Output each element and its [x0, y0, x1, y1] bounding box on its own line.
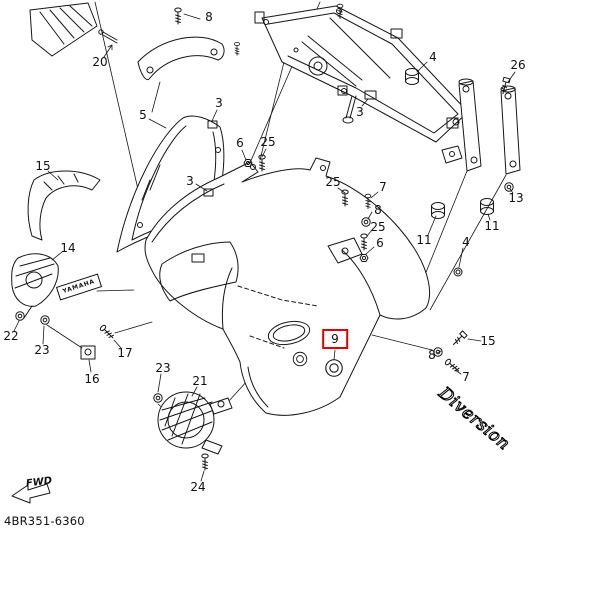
callout-5: 5 — [139, 108, 147, 122]
speaker-grille — [157, 391, 233, 455]
front-cowling — [144, 157, 431, 416]
callout-7: 7 — [379, 180, 387, 194]
callout-9-highlighted: 9 — [322, 329, 348, 349]
diagram-code: 4BR351-6360 — [4, 514, 85, 528]
callout-25: 25 — [260, 135, 276, 149]
callout-24: 24 — [190, 480, 206, 494]
callout-7: 7 — [462, 370, 470, 384]
callout-25: 25 — [370, 220, 386, 234]
cowling-stay-bracket — [137, 36, 225, 80]
bracket-14 — [11, 253, 59, 319]
callout-3: 3 — [186, 174, 194, 188]
callout-4: 4 — [462, 235, 470, 249]
callout-11: 11 — [484, 219, 500, 233]
callout-3: 3 — [215, 96, 223, 110]
callout-15: 15 — [35, 159, 51, 173]
callout-3: 3 — [356, 105, 364, 119]
hardware — [15, 3, 514, 471]
callout-23: 23 — [34, 343, 50, 357]
callout-20: 20 — [92, 55, 108, 69]
callout-11: 11 — [416, 233, 432, 247]
frame-stay-assembly — [254, 5, 469, 164]
callout-25: 25 — [325, 175, 341, 189]
callout-22: 22 — [3, 329, 19, 343]
left-trim-strip — [27, 170, 101, 241]
callout-4: 4 — [429, 50, 437, 64]
callout-23: 23 — [155, 361, 171, 375]
callout-6: 6 — [236, 136, 244, 150]
callout-21: 21 — [192, 374, 208, 388]
top-left-panel — [29, 2, 118, 57]
leader-lines — [13, 13, 516, 482]
callout-8: 8 — [428, 348, 436, 362]
callout-15: 15 — [480, 334, 496, 348]
callout-14: 14 — [60, 241, 76, 255]
callout-17: 17 — [117, 346, 133, 360]
callout-8: 8 — [374, 203, 382, 217]
callout-8: 8 — [205, 10, 213, 24]
fwd-arrow-icon — [11, 483, 51, 504]
callout-6: 6 — [376, 236, 384, 250]
clip-parts — [80, 120, 218, 360]
side-stays — [458, 78, 521, 175]
callout-26: 26 — [510, 58, 526, 72]
callout-16: 16 — [84, 372, 100, 386]
callout-13: 13 — [508, 191, 524, 205]
